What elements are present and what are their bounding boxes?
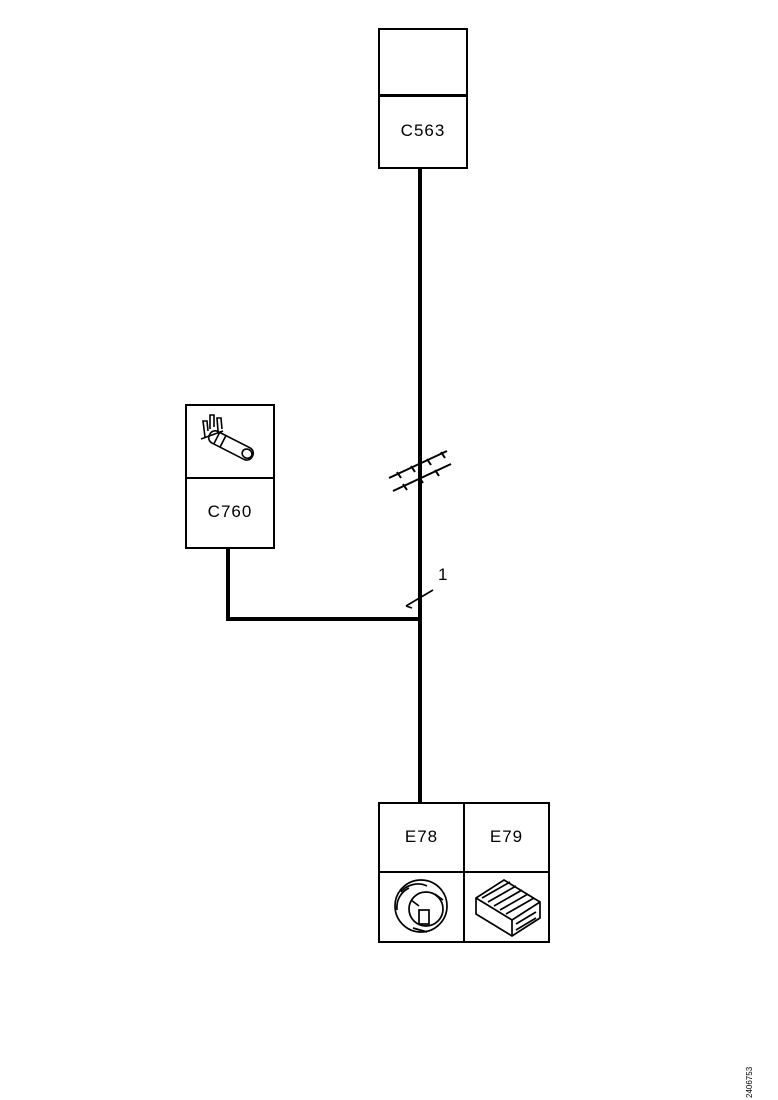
wire-label-leader bbox=[405, 589, 434, 609]
crimp-terminal-icon bbox=[200, 413, 255, 461]
connector-table-e78-e79: E78 E79 bbox=[378, 802, 550, 943]
connector-label-e78: E78 bbox=[404, 827, 439, 847]
connector-label-c760: C760 bbox=[207, 502, 253, 521]
wire-branch-horizontal bbox=[226, 617, 422, 621]
connector-c563-image-cell bbox=[380, 30, 466, 97]
wire-number-label: 1 bbox=[438, 565, 449, 584]
wire-branch-vertical bbox=[226, 547, 230, 621]
connector-c760-image-cell bbox=[187, 406, 273, 479]
wire-break-icon bbox=[388, 450, 452, 492]
connector-e78-image-cell bbox=[380, 872, 465, 941]
connector-label-e79: E79 bbox=[489, 827, 524, 847]
connector-label-c563: C563 bbox=[400, 120, 446, 140]
rect-connector-icon bbox=[474, 878, 541, 937]
connector-e79-image-cell bbox=[465, 873, 548, 942]
drawing-number: 2406753 bbox=[745, 1066, 754, 1098]
connector-box-c760: C760 bbox=[185, 404, 275, 549]
wire-main-vertical bbox=[418, 167, 422, 811]
connector-box-c563: C563 bbox=[378, 28, 468, 169]
round-connector-icon bbox=[393, 878, 448, 933]
